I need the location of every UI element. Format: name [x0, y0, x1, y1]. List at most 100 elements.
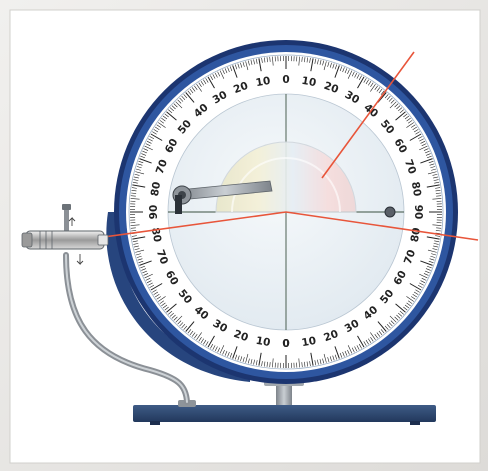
scale-tick — [426, 236, 440, 240]
scale-tick — [224, 68, 228, 74]
scale-tick — [203, 79, 207, 85]
scale-tick — [141, 153, 147, 156]
scale-tick — [427, 171, 437, 175]
scale-tick — [136, 255, 142, 258]
scale-tick — [411, 296, 416, 300]
scale-tick — [146, 280, 152, 284]
scale-tick — [433, 245, 439, 248]
scale-tick — [143, 148, 149, 151]
scale-label-lower-left: 0 — [282, 338, 289, 350]
scale-tick — [334, 354, 338, 360]
scale-tick — [314, 58, 317, 64]
scale-tick — [144, 273, 153, 279]
scale-tick — [420, 280, 426, 284]
scale-tick — [347, 349, 350, 355]
scale-tick — [363, 341, 367, 346]
scale-tick — [139, 260, 152, 266]
scale-tick — [314, 360, 317, 366]
scale-tick — [310, 352, 314, 366]
scale-tick — [395, 111, 406, 121]
scale-tick — [194, 85, 198, 91]
scale-tick — [181, 95, 186, 100]
scale-tick — [181, 324, 186, 329]
scale-tick — [376, 332, 381, 337]
incident-ray — [81, 211, 287, 241]
scale-label-upper-right: 80 — [409, 181, 423, 197]
scale-tick — [130, 227, 136, 229]
scale-tick — [398, 312, 403, 317]
scale-label-upper-right: 70 — [402, 158, 418, 176]
scale-tick — [298, 56, 300, 66]
scale-tick — [175, 101, 183, 109]
scale-tick — [250, 359, 253, 365]
disc-back-bracket — [106, 212, 250, 382]
scale-tick — [394, 316, 399, 321]
scale-tick — [425, 153, 431, 156]
scale-tick — [177, 320, 182, 325]
scale-tick — [272, 56, 274, 66]
scale-tick — [334, 346, 340, 359]
scale-tick — [421, 143, 427, 147]
scale-tick — [356, 345, 360, 350]
degree-ticks — [130, 56, 442, 368]
scale-tick — [272, 358, 274, 368]
scale-tick — [419, 145, 428, 151]
scale-label-upper-left: 90 — [148, 205, 160, 220]
scale-tick — [347, 70, 353, 79]
scale-tick — [389, 315, 397, 323]
scale-tick — [356, 74, 360, 79]
scale-tick — [419, 138, 424, 142]
scale-tick — [134, 173, 140, 176]
laser-pointer-icon — [21, 204, 109, 266]
scale-tick — [323, 61, 327, 71]
scale-tick — [417, 136, 423, 140]
scale-tick — [370, 82, 374, 87]
scale-tick — [304, 57, 306, 63]
scale-tick — [377, 321, 387, 332]
scale-tick — [131, 187, 137, 189]
scale-tick — [301, 56, 303, 62]
scale-tick — [166, 303, 177, 313]
scale-tick — [135, 171, 145, 175]
scale-tick — [406, 122, 414, 128]
scale-tick — [240, 62, 243, 68]
scale-tick — [183, 94, 188, 99]
scale-tick — [253, 59, 255, 65]
stand-column — [276, 382, 292, 408]
scale-label-upper-left: 0 — [282, 74, 289, 86]
scale-tick — [435, 235, 441, 237]
scale-tick — [351, 71, 355, 77]
scale-tick — [164, 113, 169, 118]
scale-label-upper-left: 20 — [232, 80, 250, 96]
scale-tick — [396, 314, 401, 319]
scale-tick — [132, 236, 146, 240]
scale-tick — [298, 358, 300, 368]
scale-tick — [412, 126, 417, 131]
scale-tick — [407, 300, 413, 304]
scale-tick — [134, 248, 140, 251]
scale-tick — [173, 103, 178, 108]
scale-tick — [153, 291, 159, 295]
scale-tick — [376, 87, 381, 92]
scale-tick — [429, 258, 435, 261]
scale-tick — [332, 63, 335, 69]
scale-tick — [309, 361, 311, 367]
scale-tick — [145, 277, 151, 281]
scale-tick — [203, 339, 207, 345]
scale-label-upper-left: 10 — [255, 75, 271, 89]
scale-tick — [317, 59, 319, 65]
scale-tick — [156, 296, 161, 300]
scale-tick — [426, 265, 432, 269]
scale-tick — [140, 265, 146, 269]
scale-tick — [365, 79, 369, 85]
scale-tick — [255, 360, 258, 366]
scale-tick — [388, 322, 393, 327]
scale-tick — [374, 333, 378, 339]
scale-tick — [404, 304, 410, 309]
scale-tick — [334, 65, 340, 78]
scale-tick — [425, 268, 431, 271]
scale-tick — [255, 58, 258, 64]
scale-tick — [357, 76, 365, 89]
scale-tick — [210, 75, 214, 81]
